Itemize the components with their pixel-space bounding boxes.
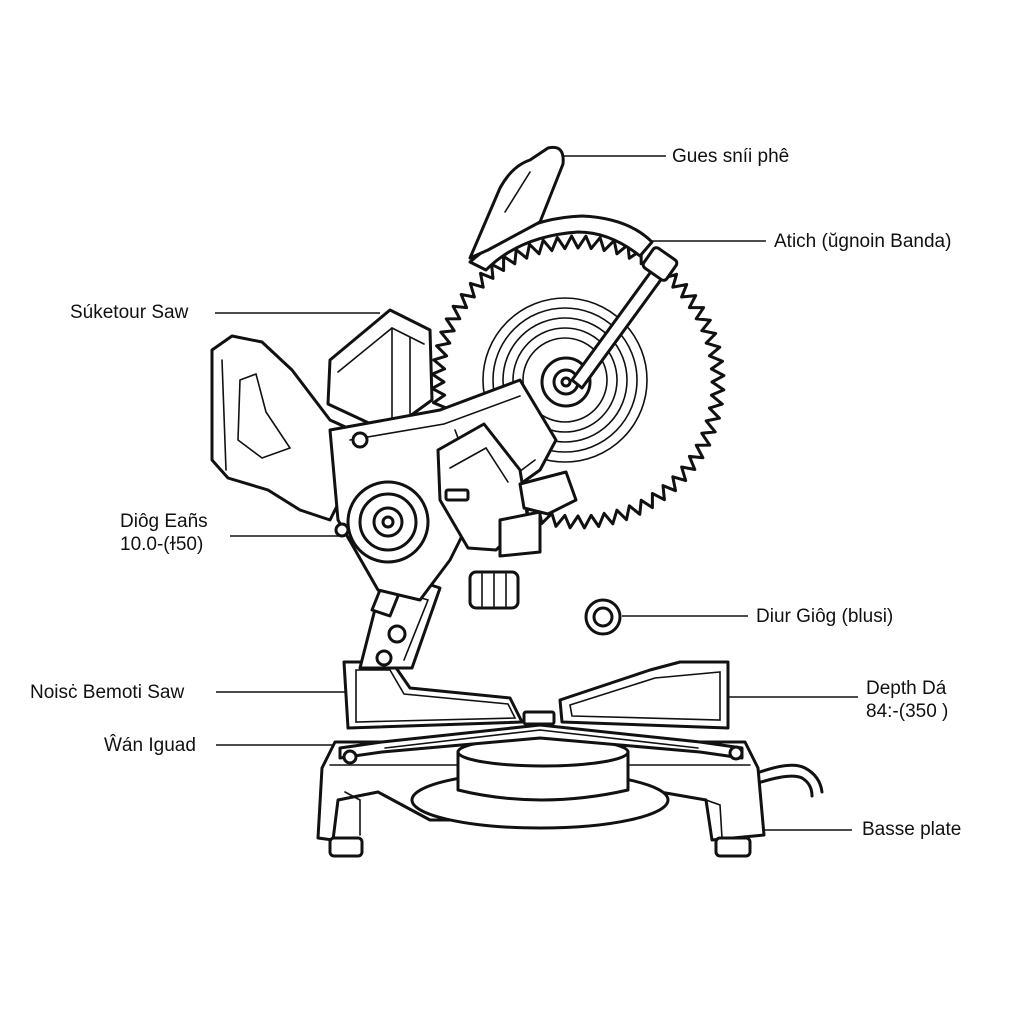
depth-knob — [584, 598, 622, 636]
fences — [342, 660, 730, 730]
guard-link-clip — [641, 246, 679, 282]
callout-base-text: Basse plate — [862, 819, 962, 840]
foot-left — [328, 836, 364, 858]
callout-motor-text: Súketour Saw — [70, 302, 189, 323]
callout-blade-text: Atich (ŭgnoin Banda) — [774, 231, 952, 252]
callout-knob: Diur Giôg (blusi) — [756, 605, 893, 628]
callout-fence-left: Noisċ Bemoti Saw — [30, 681, 184, 704]
leader-lines — [215, 155, 858, 831]
callout-fence-left-text: Noisċ Bemoti Saw — [30, 682, 185, 703]
callout-base: Basse plate — [862, 818, 961, 841]
callout-knob-text: Diur Giôg (blusi) — [756, 606, 894, 627]
callout-guard-text: Gues sníi phê — [672, 146, 790, 167]
guard-handle — [468, 145, 565, 260]
callout-rail: Ŵán Iguad — [104, 734, 196, 757]
fence-right — [558, 660, 730, 730]
foot-right — [714, 836, 752, 858]
motor-housing — [326, 308, 434, 434]
callout-rail-text: Ŵán Iguad — [104, 735, 196, 756]
power-cord — [750, 763, 824, 794]
callout-angle-line1: Diôg Eañs — [120, 511, 208, 532]
lock-knob — [518, 470, 578, 516]
callout-angle-line2: 10.0-(ɫ50) — [120, 534, 204, 555]
callout-angle: Diôg Eañs 10.0-(ɫ50) — [120, 510, 208, 556]
callout-motor: Súketour Saw — [70, 301, 188, 324]
upper-guard — [468, 145, 679, 390]
callout-depth-line1: Depth Dá — [866, 678, 947, 699]
motor-assembly — [210, 308, 578, 610]
callout-blade: Atich (ŭgnoin Banda) — [774, 230, 951, 253]
callout-depth: Depth Dá 84:-(350 ) — [866, 677, 948, 723]
blade-ring-1 — [482, 297, 648, 463]
base-plate — [316, 723, 824, 858]
table-rail — [338, 723, 744, 760]
callout-depth-line2: 84:-(350 ) — [866, 701, 949, 722]
callout-guard: Gues sníi phê — [672, 145, 789, 168]
